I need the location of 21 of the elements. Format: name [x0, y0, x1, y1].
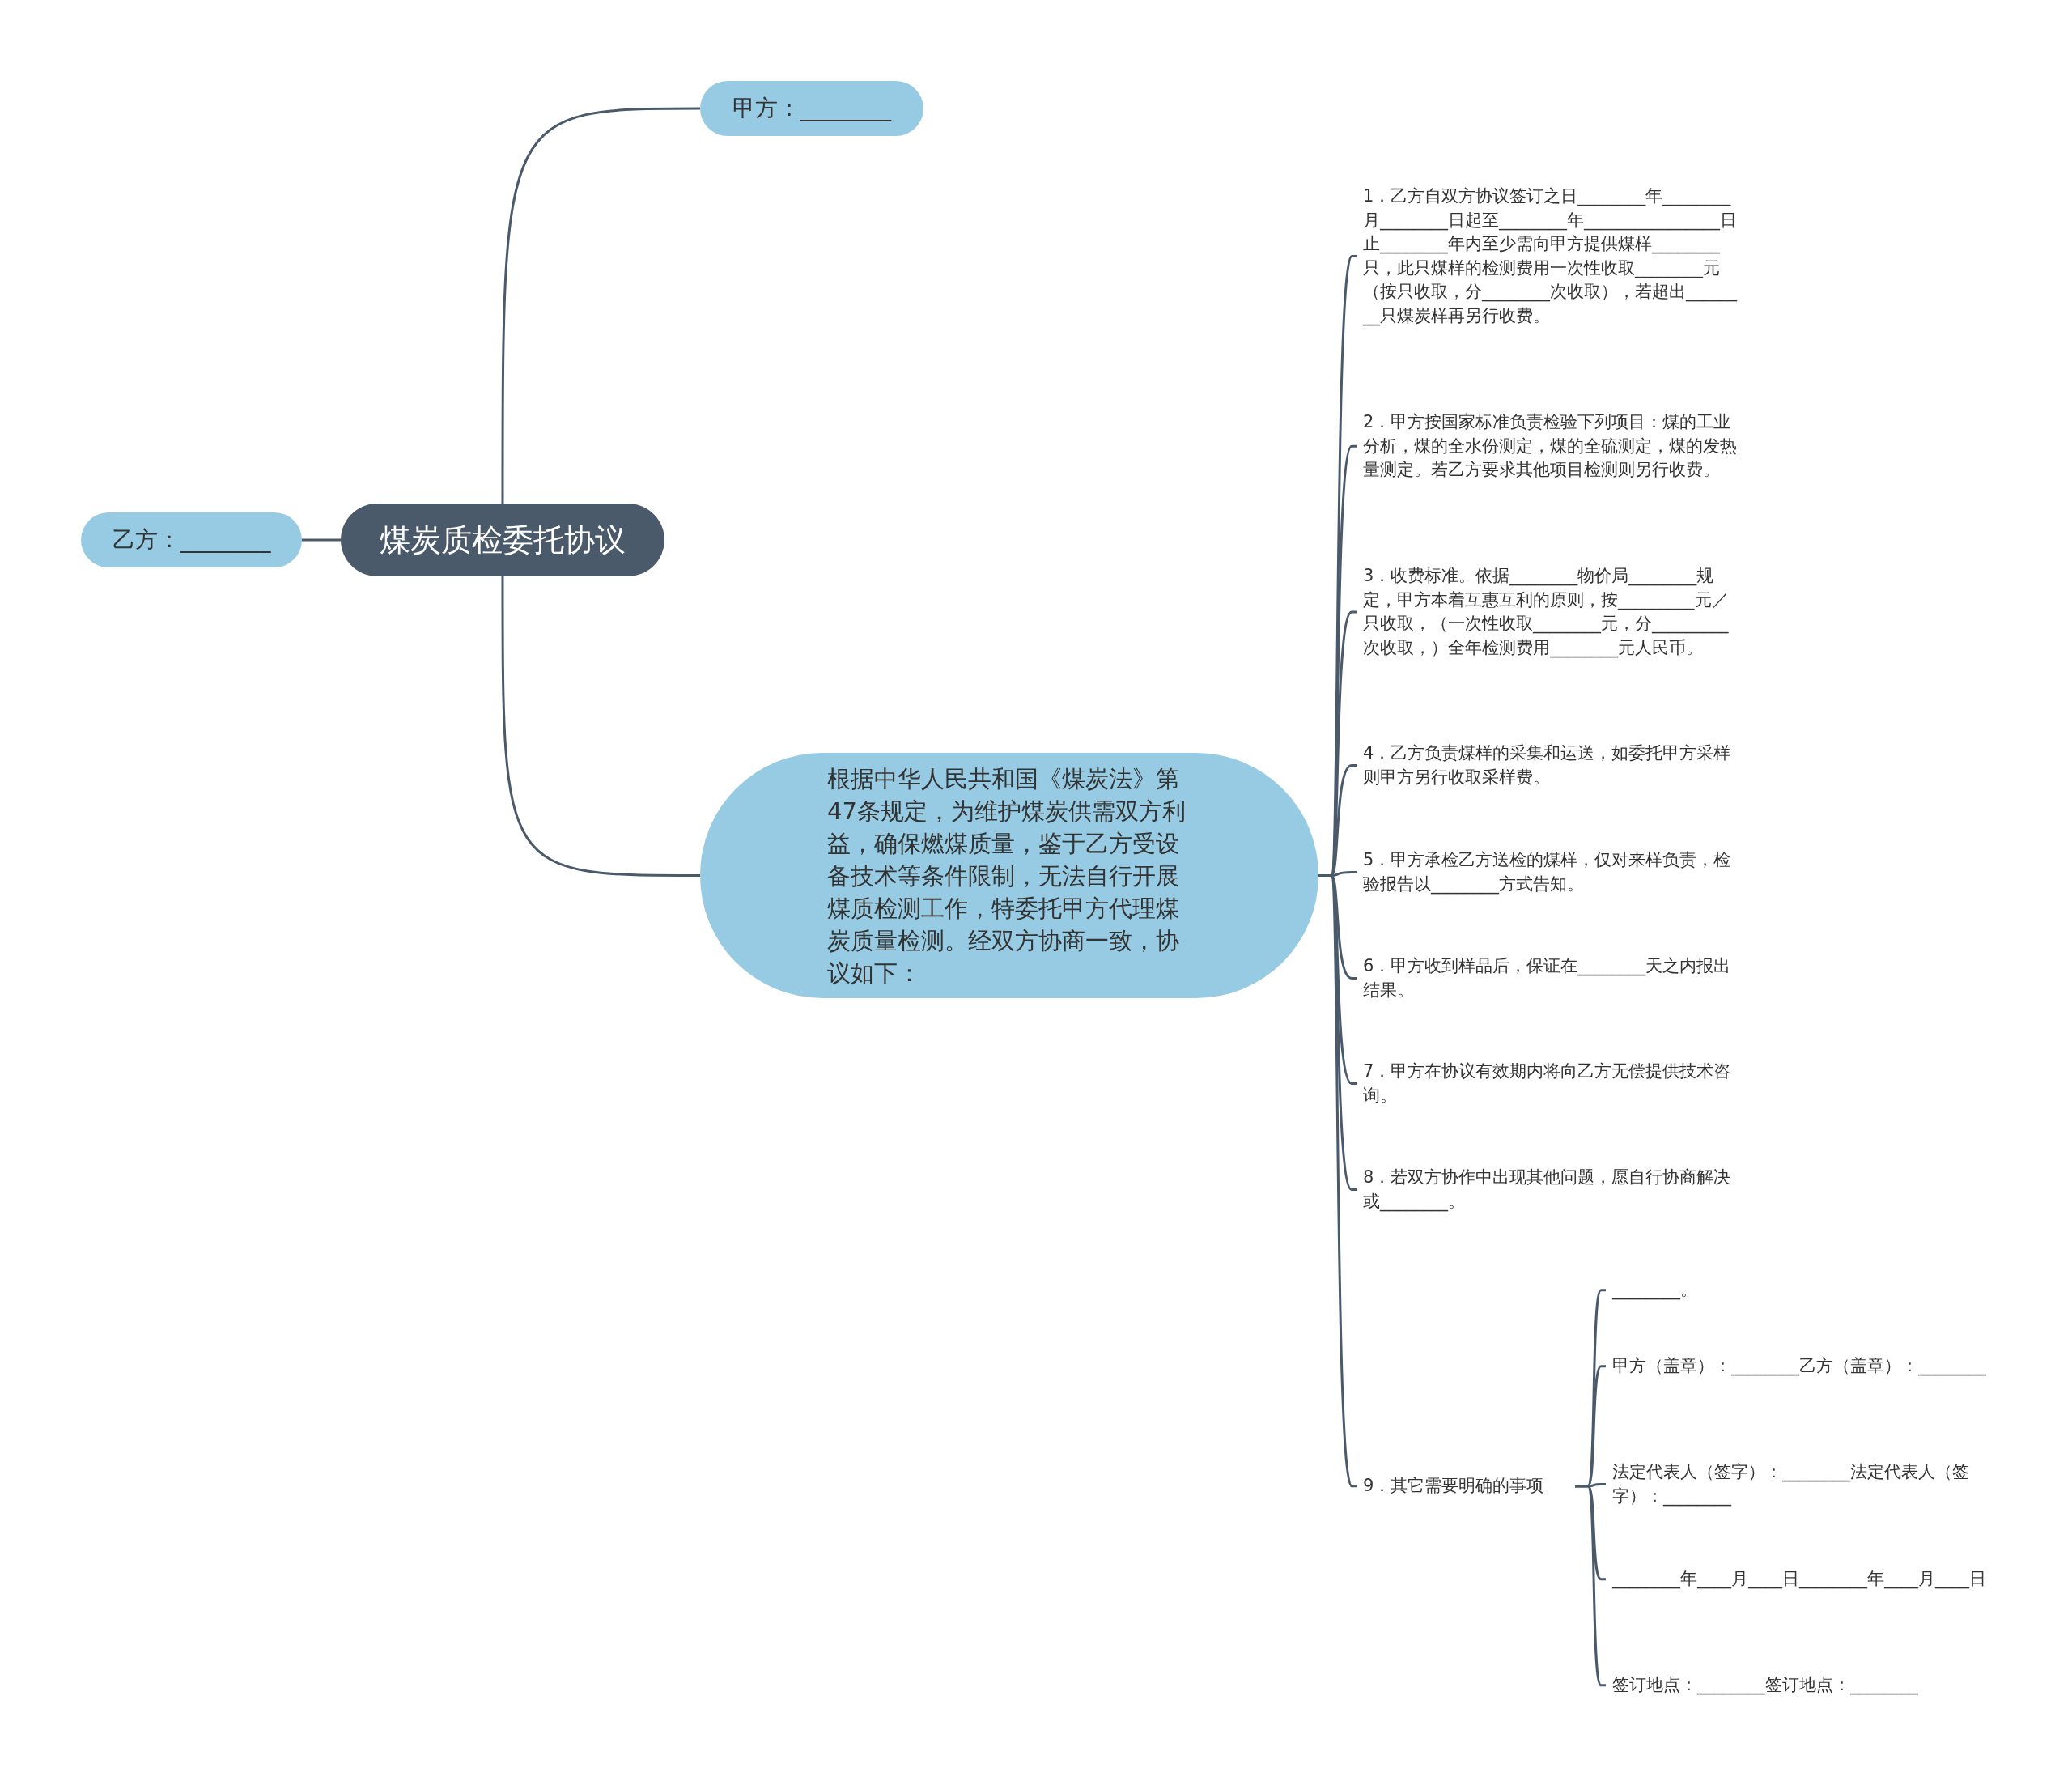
clause-text: 2．甲方按国家标准负责检验下列项目：煤的工业分析，煤的全水份测定，煤的全硫测定，煤的发热量测定。若乙方要求其他项目检测则另行收费。: [1357, 410, 1737, 482]
topic-pill: 甲方：________: [700, 81, 923, 136]
clause-text: 4．乙方负责煤样的采集和运送，如委托甲方采样则甲方另行收取采样费。: [1357, 742, 1737, 789]
connector-line: [1575, 1485, 1606, 1687]
clause-text: 1．乙方自双方协议签订之日________年________月________日起至________年________________日止________年内至少需向甲方提供煤样________只，此只煤样的检测费用一次性收取________元（按只收取，分________次收取），若超出________只煤炭样再另行收费。: [1357, 185, 1737, 328]
clause-text: 7．甲方在协议有效期内将向乙方无偿提供技术咨询。: [1357, 1060, 1737, 1107]
central-topic: 煤炭质检委托协议: [341, 504, 664, 576]
clause-text: 甲方（盖章）：________乙方（盖章）：________: [1606, 1354, 1986, 1379]
connector-line: [501, 107, 700, 504]
clause-text: 5．甲方承检乙方送检的煤样，仅对来样负责，检验报告以________方式告知。: [1357, 848, 1737, 896]
clause-text: ________。: [1606, 1278, 1986, 1303]
clause-text: 6．甲方收到样品后，保证在________天之内报出结果。: [1357, 954, 1737, 1002]
connector-line: [302, 538, 341, 542]
topic-pill: 乙方：________: [81, 512, 302, 567]
clause-text: 3．收费标准。依据________物价局________规定，甲方本着互惠互利的原则，按_________元／只收取，（一次性收取________元，分_________次收取，）全年检测费用________元人民币。: [1357, 564, 1737, 660]
clause-text: 8．若双方协作中出现其他问题，愿自行协商解决或________。: [1357, 1166, 1737, 1213]
clause-text: ________年____月____日________年____月____日: [1606, 1567, 1986, 1592]
connector-line: [501, 576, 700, 877]
clause-text: 9．其它需要明确的事项: [1357, 1474, 1575, 1498]
clause-text: 法定代表人（签字）：________法定代表人（签字）：________: [1606, 1460, 1986, 1508]
clause-text: 签订地点：________签订地点：________: [1606, 1673, 1986, 1698]
